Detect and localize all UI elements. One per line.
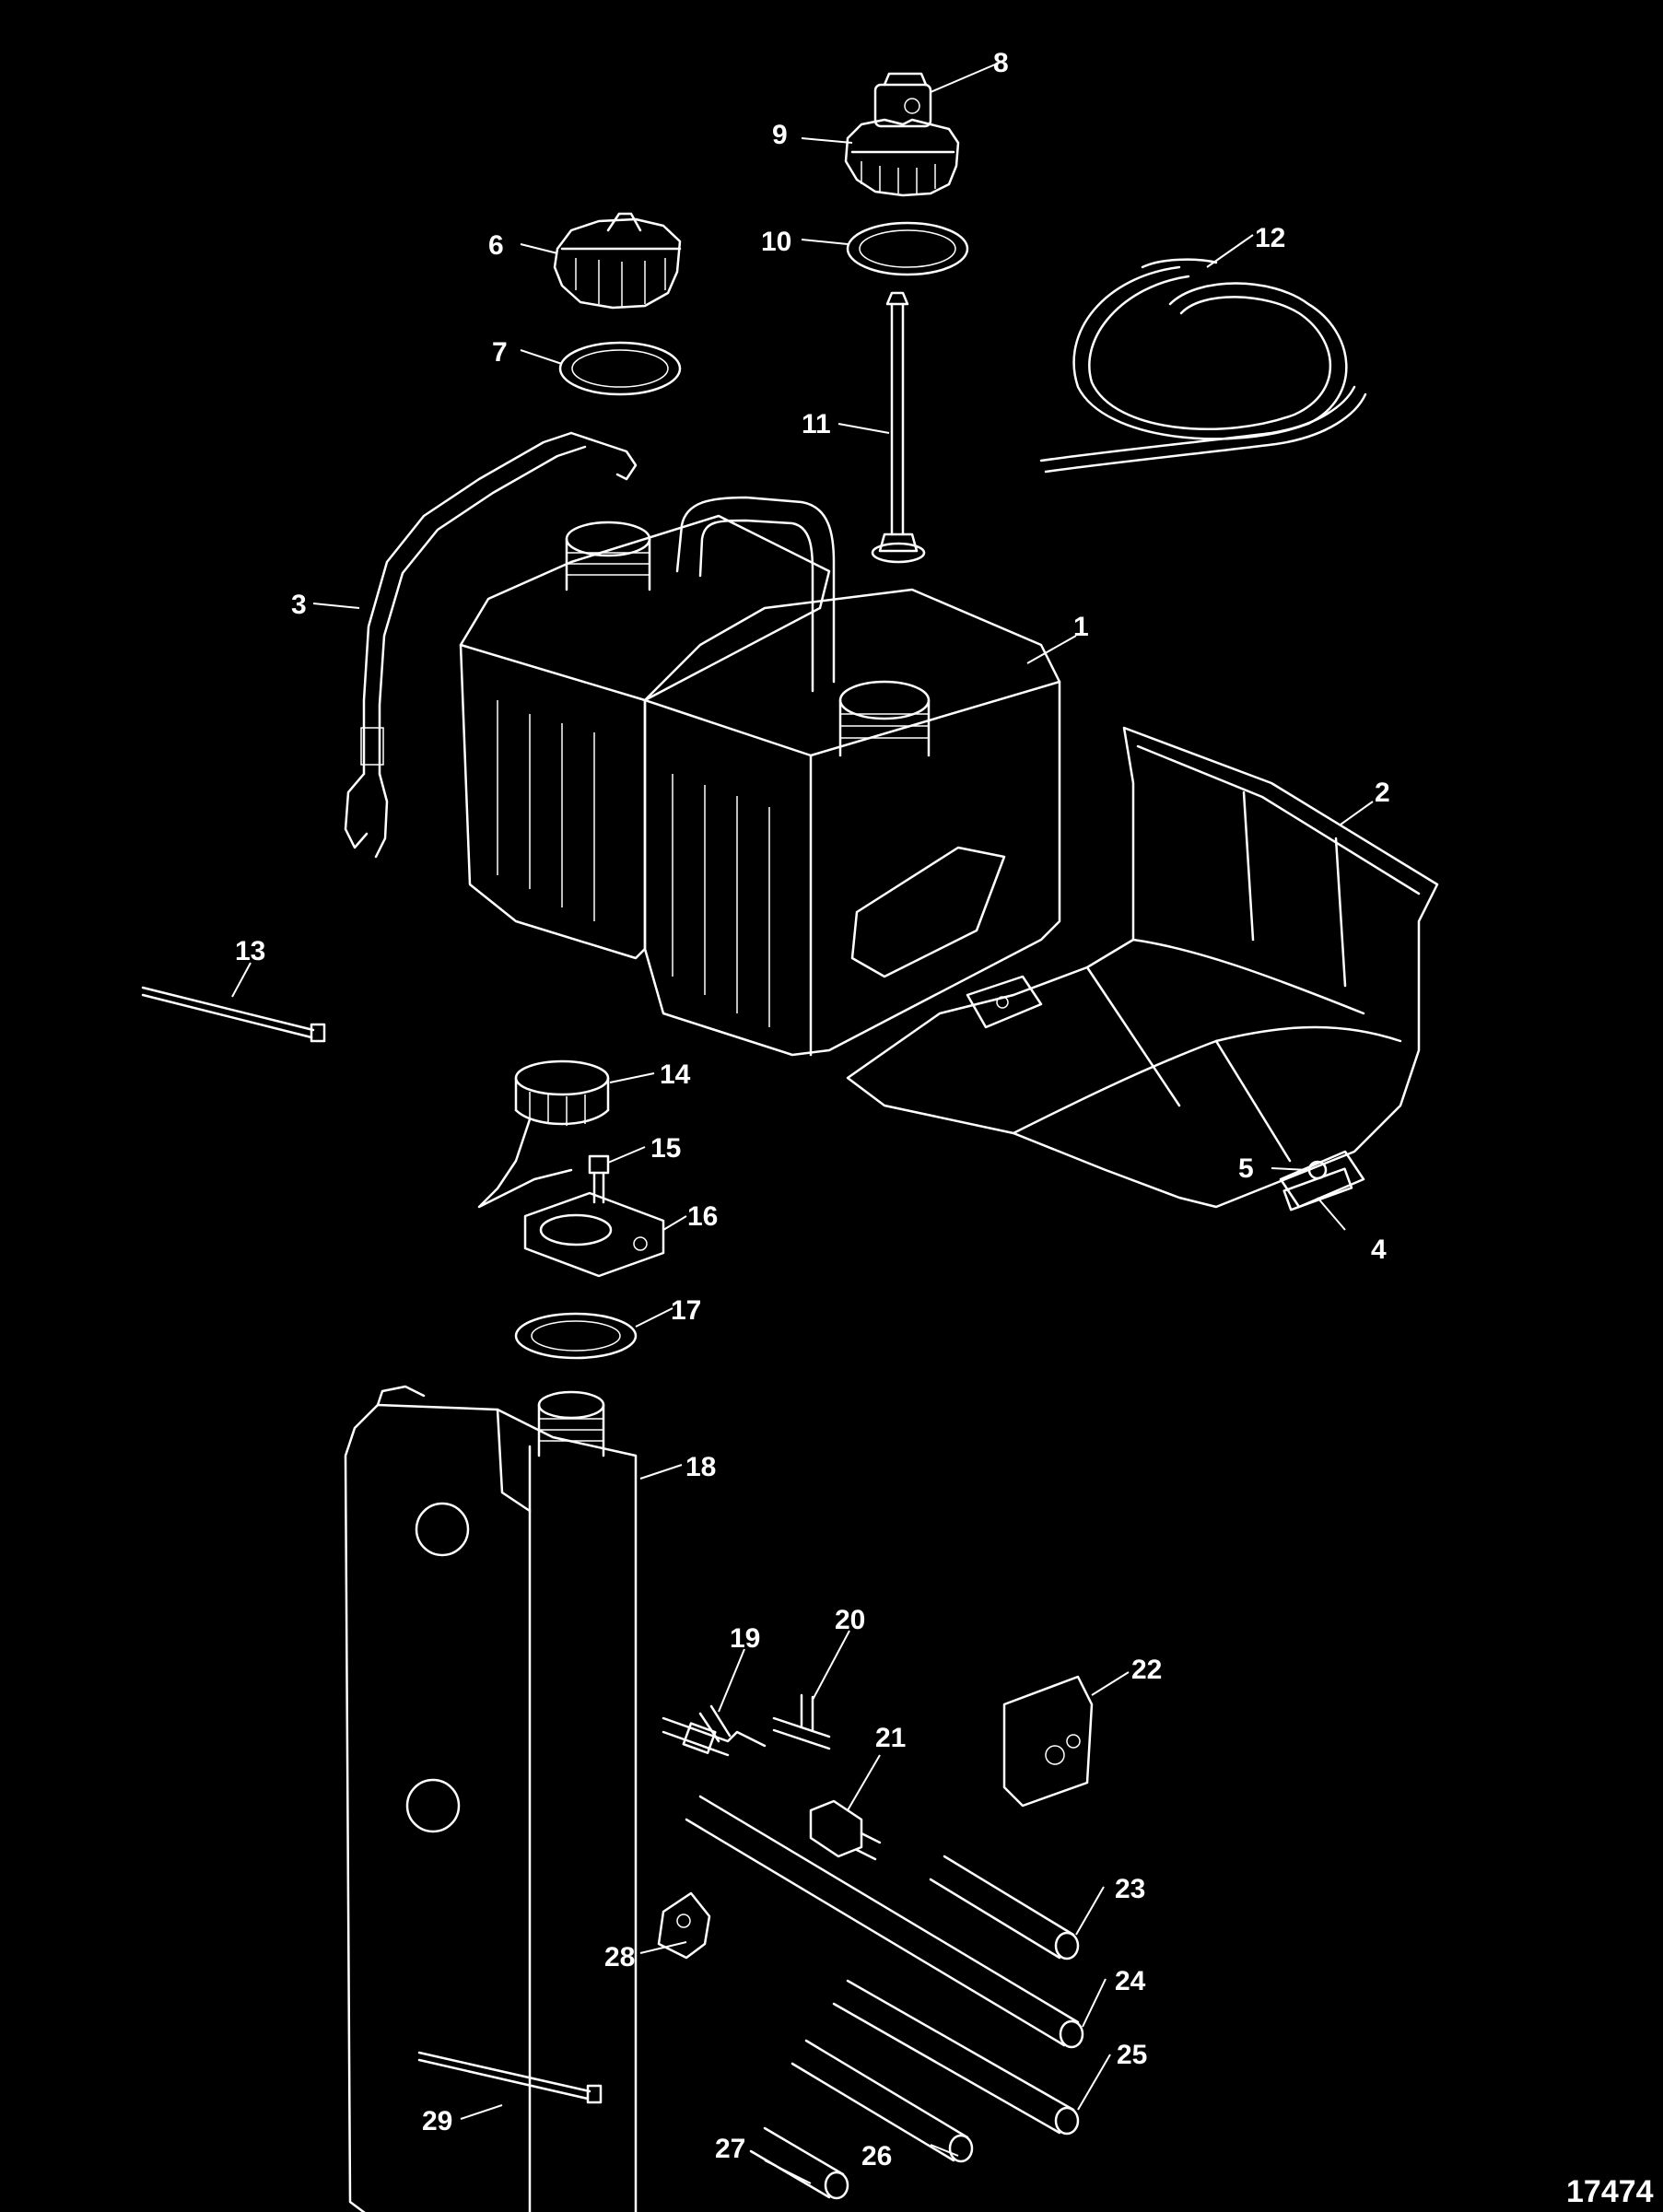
part-28-clamp	[657, 1891, 711, 1960]
callout-8: 8	[993, 48, 1009, 78]
callout-11: 11	[802, 409, 831, 439]
callout-17: 17	[671, 1295, 701, 1326]
callout-16: 16	[687, 1201, 718, 1232]
part-22-filter	[1002, 1675, 1094, 1808]
callout-15: 15	[650, 1133, 681, 1164]
callout-7: 7	[492, 337, 508, 368]
callout-6: 6	[488, 230, 504, 261]
figure-number: 17474	[1566, 2174, 1654, 2209]
callout-27: 27	[715, 2134, 745, 2164]
leader-lines	[231, 64, 1374, 2184]
part-2-tank-tray	[846, 726, 1439, 1209]
callout-19: 19	[730, 1623, 760, 1654]
callout-10: 10	[761, 227, 791, 257]
callout-5: 5	[1238, 1153, 1254, 1184]
part-27-hose	[749, 2126, 849, 2200]
part-19-tee-fitting	[662, 1704, 767, 1757]
callout-25: 25	[1117, 2040, 1147, 2070]
callout-18: 18	[685, 1452, 716, 1482]
part-3-tank-strap	[344, 431, 638, 859]
part-23-hose	[929, 1855, 1080, 1960]
part-16-flange	[523, 1191, 665, 1278]
part-14-oil-cap	[514, 1059, 610, 1126]
part-18-oil-tank	[344, 1385, 638, 2212]
part-21-check-valve	[809, 1799, 882, 1861]
callout-1: 1	[1073, 612, 1089, 642]
part-25-hose	[832, 1979, 1080, 2136]
part-8-sender-unit	[873, 72, 932, 128]
part-1-fuel-tank	[459, 496, 1061, 1057]
callout-4: 4	[1371, 1235, 1387, 1265]
part-13-cable-tie	[141, 986, 326, 1043]
part-20-tee-fitting	[772, 1693, 831, 1750]
part-7-o-ring	[558, 341, 682, 396]
callout-14: 14	[660, 1059, 691, 1090]
callout-20: 20	[835, 1605, 865, 1635]
callout-2: 2	[1375, 778, 1390, 808]
part-6-fuel-cap	[553, 212, 682, 310]
callout-21: 21	[875, 1723, 906, 1753]
part-12-fuel-hose	[1039, 258, 1367, 474]
part-14-tether	[477, 1118, 573, 1209]
part-24-hose	[685, 1795, 1084, 2049]
part-26-hose	[791, 2039, 974, 2163]
callout-12: 12	[1255, 223, 1285, 253]
part-9-sender-cap	[844, 118, 960, 197]
part-29-cable-tie	[417, 2051, 603, 2104]
part-11-pickup-tube	[871, 291, 926, 564]
callout-13: 13	[235, 936, 265, 966]
callout-22: 22	[1131, 1655, 1162, 1685]
callout-3: 3	[291, 590, 307, 620]
callout-labels: 1 2 3 4 5 6 7 8 9 10 11 12 13 14 15 16 1…	[235, 48, 1390, 2171]
part-17-gasket	[514, 1312, 638, 1360]
callout-29: 29	[422, 2106, 452, 2136]
callout-28: 28	[604, 1942, 635, 1972]
callout-26: 26	[861, 2141, 892, 2171]
callout-23: 23	[1115, 1874, 1145, 1904]
callout-9: 9	[772, 120, 788, 150]
part-4-bracket	[1282, 1167, 1353, 1211]
callout-24: 24	[1115, 1966, 1146, 1996]
part-10-o-ring	[846, 221, 969, 276]
